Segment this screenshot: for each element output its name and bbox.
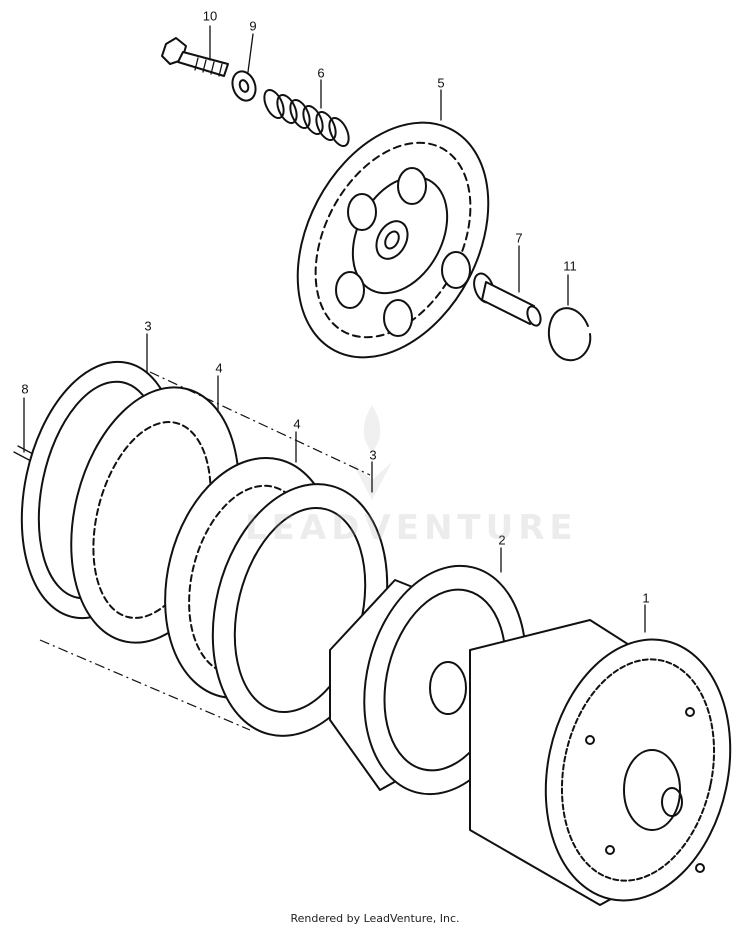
callout-11: 11 (563, 258, 577, 274)
callout-9: 9 (249, 18, 257, 34)
part-7-lifter-rod (473, 272, 542, 327)
callout-4-left: 4 (215, 360, 223, 376)
callout-6: 6 (317, 65, 325, 81)
callout-leader-lines (23, 25, 646, 633)
part-10-bolt (161, 37, 229, 77)
callout-7: 7 (515, 230, 523, 246)
callout-1: 1 (642, 590, 650, 606)
stack-guide-lines (39, 371, 371, 731)
part-2-clutch-center (329, 564, 527, 796)
callout-10: 10 (202, 8, 218, 24)
callout-3-left: 3 (144, 318, 152, 334)
callout-3-right: 3 (369, 447, 377, 463)
callout-5: 5 (437, 75, 445, 91)
part-5-pressure-plate (296, 121, 490, 359)
part-6-springs (263, 88, 350, 148)
footer-credit: Rendered by LeadVenture, Inc. (290, 912, 460, 925)
callout-8: 8 (21, 381, 29, 397)
callout-2: 2 (498, 532, 506, 548)
part-9-washer (231, 70, 257, 102)
watermark-text: LEADVENTURE (245, 508, 578, 548)
part-11-snap-ring (547, 307, 592, 362)
part-1-clutch-outer (469, 619, 732, 906)
callout-4-right: 4 (293, 416, 301, 432)
